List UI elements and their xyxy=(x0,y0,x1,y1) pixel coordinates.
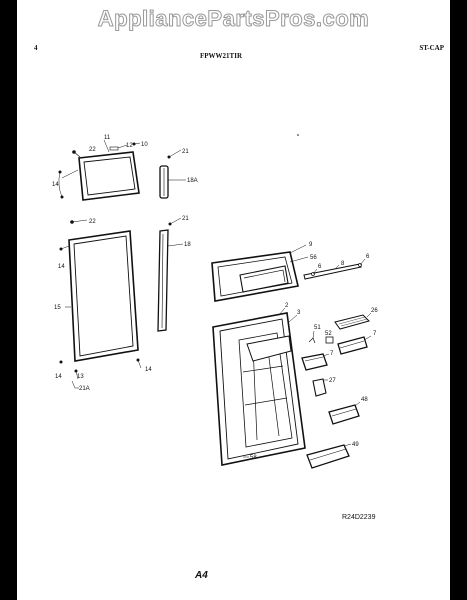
callout-52: 52 xyxy=(325,331,332,337)
callout-14-upper: 14 xyxy=(58,264,65,270)
callout-18: 18 xyxy=(184,242,191,248)
callout-21-lower: 21 xyxy=(182,216,189,222)
screw-hardware-top xyxy=(58,139,141,199)
callout-11: 11 xyxy=(104,135,111,141)
callout-2: 2 xyxy=(285,303,289,309)
callout-7-left: 7 xyxy=(330,351,334,357)
freezer-door-handle xyxy=(159,149,186,199)
callout-14-lower: 14 xyxy=(55,374,62,380)
door-bins xyxy=(301,335,372,397)
fresh-food-door-liner xyxy=(212,307,306,466)
callout-51: 51 xyxy=(314,325,321,331)
callout-15: 15 xyxy=(54,305,61,311)
callout-6-right: 6 xyxy=(366,254,370,260)
callout-10: 10 xyxy=(141,142,148,148)
callout-26: 26 xyxy=(371,308,378,314)
freezer-door-gasket xyxy=(78,151,140,201)
callout-22-lower: 22 xyxy=(89,219,96,225)
shelf-rail xyxy=(303,258,366,280)
callout-12: 12 xyxy=(126,143,133,149)
callout-18A: 18A xyxy=(187,178,198,184)
callout-13: 13 xyxy=(77,374,84,380)
callout-56: 56 xyxy=(310,255,317,261)
page-section-number: 4 xyxy=(34,44,38,52)
fresh-food-door-gasket xyxy=(59,219,142,389)
callout-7-right: 7 xyxy=(373,331,377,337)
callout-21: 21 xyxy=(182,149,189,155)
fresh-food-door-handle xyxy=(157,217,184,332)
parts-diagram-page: AppliancePartsPros.com 4 FPWW21TIR ST-CA… xyxy=(17,0,450,600)
speck-mark xyxy=(297,134,299,136)
callout-9: 9 xyxy=(309,242,313,248)
callout-3: 3 xyxy=(297,310,301,316)
callout-48: 48 xyxy=(361,397,368,403)
callout-49: 49 xyxy=(352,442,359,448)
callout-58: 58 xyxy=(250,455,257,461)
lower-door-bins xyxy=(243,401,361,469)
diagram-reference-code: R24D2239 xyxy=(342,514,376,521)
callout-21A: 21A xyxy=(79,386,90,392)
exploded-view-diagram: 11 22 12 10 21 14 18A 22 21 14 18 15 13 … xyxy=(52,134,378,469)
callout-14-right: 14 xyxy=(145,367,152,373)
callout-27: 27 xyxy=(329,378,336,384)
callout-8: 8 xyxy=(341,261,345,267)
watermark: AppliancePartsPros.com xyxy=(97,6,370,32)
callout-22: 22 xyxy=(89,147,96,153)
small-clip-parts xyxy=(308,330,334,344)
butter-compartment-door xyxy=(334,312,372,330)
page-number: A4 xyxy=(195,570,208,581)
model-number: FPWW21TIR xyxy=(200,52,242,60)
callout-14: 14 xyxy=(52,182,59,188)
callout-6-left: 6 xyxy=(318,264,322,270)
freezer-door-liner xyxy=(211,244,309,302)
section-code: ST-CAP xyxy=(419,44,444,52)
